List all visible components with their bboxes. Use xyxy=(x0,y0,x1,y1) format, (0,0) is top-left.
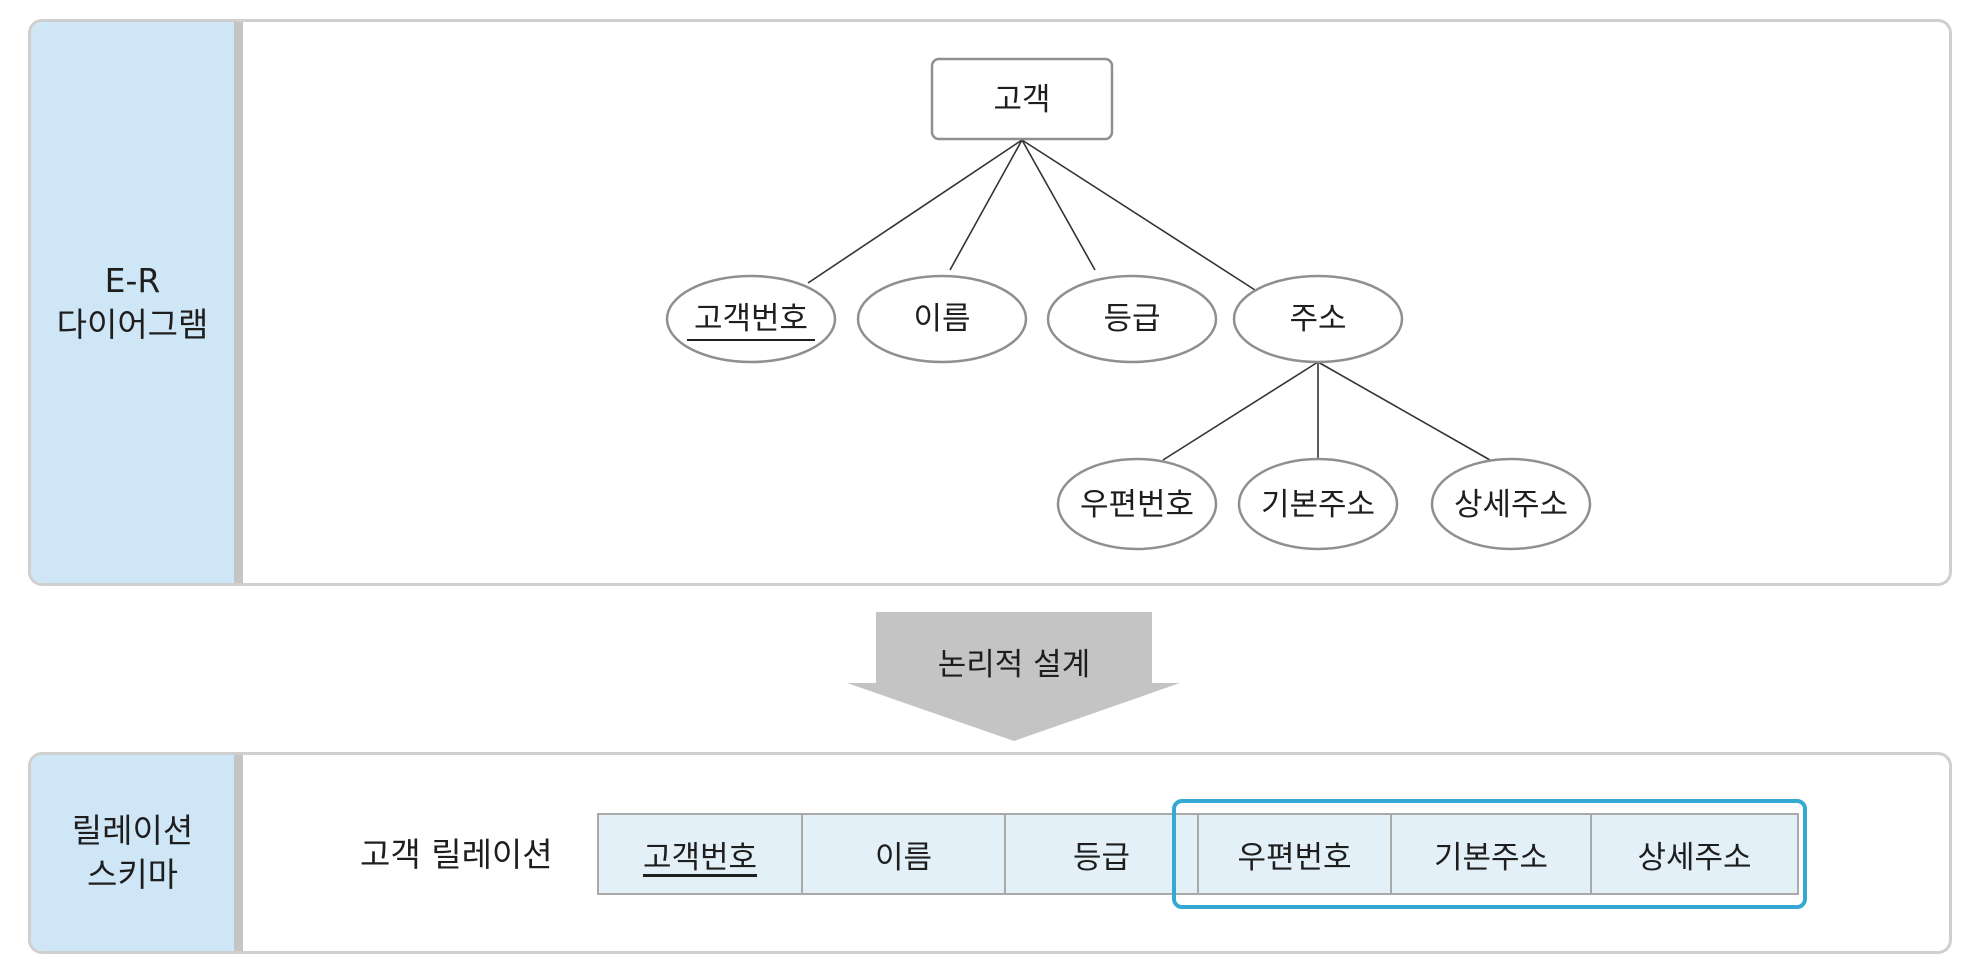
relation-table: 고객번호 이름 등급 우편번호 기본주소 상세주소 xyxy=(597,813,1799,895)
link-entity-customer-number xyxy=(807,139,1023,284)
entity-customer: 고객 xyxy=(930,57,1114,141)
attribute-customer-number: 고객번호 xyxy=(665,274,837,364)
sub-attribute-basic-address: 기본주소 xyxy=(1237,457,1399,551)
attribute-label: 주소 xyxy=(1289,301,1346,337)
attribute-address: 주소 xyxy=(1232,274,1404,364)
relation-column: 기본주소 xyxy=(1392,815,1592,893)
link-address-detail xyxy=(1317,361,1491,461)
attribute-label: 등급 xyxy=(1103,301,1160,337)
relation-column: 등급 xyxy=(1006,815,1199,893)
attribute-ellipse xyxy=(1232,274,1404,364)
link-address-postal xyxy=(1162,361,1319,461)
column-label-pk: 고객번호 xyxy=(642,839,758,876)
attribute-label-pk: 고객번호 xyxy=(694,301,808,337)
schema-section-label: 릴레이션 스키마 xyxy=(31,755,243,951)
column-label: 우편번호 xyxy=(1237,839,1352,876)
schema-label-line2: 스키마 xyxy=(86,855,179,894)
sub-attribute-label: 기본주소 xyxy=(1261,487,1375,523)
attribute-ellipse xyxy=(1056,457,1218,551)
attribute-name: 이름 xyxy=(856,274,1028,364)
relation-column: 우편번호 xyxy=(1199,815,1392,893)
relation-column: 상세주소 xyxy=(1592,815,1797,893)
column-label: 등급 xyxy=(1072,839,1131,876)
relation-column-pk: 고객번호 xyxy=(599,815,803,893)
sub-attribute-label: 우편번호 xyxy=(1080,487,1194,523)
sub-attribute-label: 상세주소 xyxy=(1454,487,1568,523)
attribute-label: 이름 xyxy=(913,301,970,337)
column-label: 이름 xyxy=(874,839,933,876)
attribute-ellipse xyxy=(1046,274,1218,364)
attribute-ellipse xyxy=(1237,457,1399,551)
schema-label-line1: 릴레이션 xyxy=(71,811,194,850)
entity-label: 고객 xyxy=(993,82,1050,118)
arrow-shape xyxy=(847,612,1180,741)
sub-attribute-postal-code: 우편번호 xyxy=(1056,457,1218,551)
attribute-ellipse xyxy=(1430,457,1592,551)
entity-box xyxy=(930,57,1114,141)
arrow-label: 논리적 설계 xyxy=(938,647,1090,683)
er-section-label: E-R 다이어그램 xyxy=(31,22,243,583)
sub-attribute-detail-address: 상세주소 xyxy=(1430,457,1592,551)
column-label: 상세주소 xyxy=(1637,839,1752,876)
er-label-line1: E-R xyxy=(104,260,161,300)
attribute-grade: 등급 xyxy=(1046,274,1218,364)
relation-name: 고객 릴레이션 xyxy=(360,835,553,874)
attribute-ellipse xyxy=(856,274,1028,364)
er-label-line2: 다이어그램 xyxy=(56,304,209,344)
address-columns-highlight xyxy=(1172,799,1807,909)
relation-column: 이름 xyxy=(803,815,1006,893)
column-label: 기본주소 xyxy=(1433,839,1549,876)
link-entity-grade xyxy=(1021,139,1096,271)
link-entity-name xyxy=(949,139,1023,271)
link-entity-address xyxy=(1021,139,1256,291)
